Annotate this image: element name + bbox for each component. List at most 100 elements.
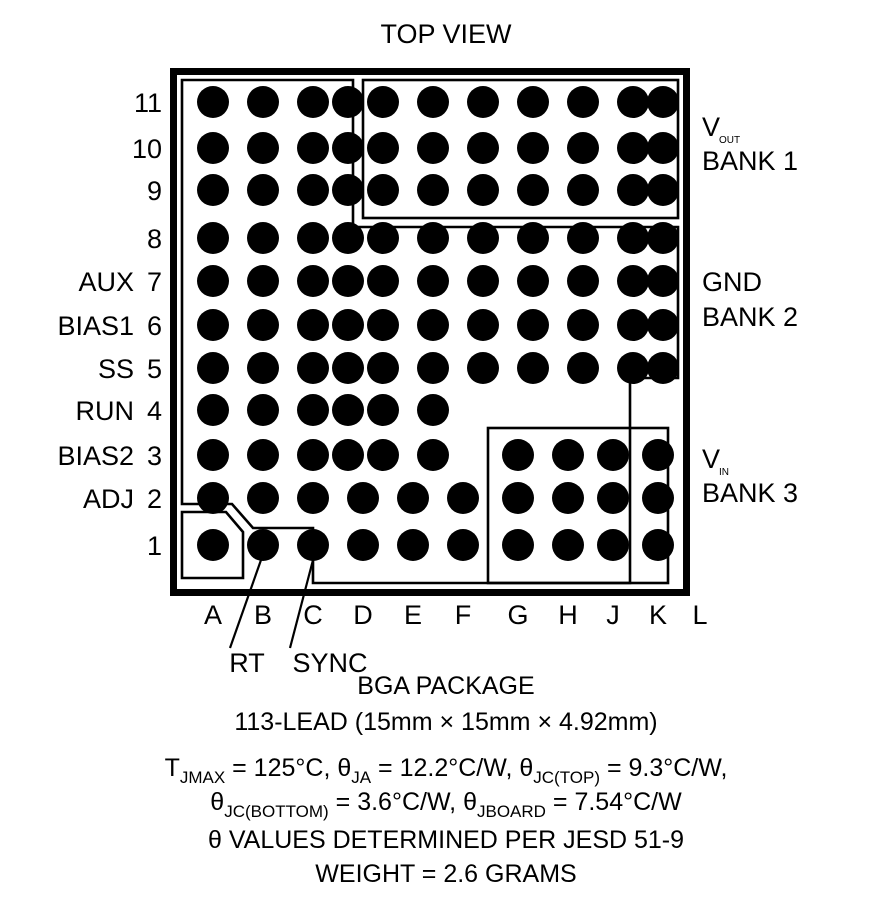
ball-J11 (617, 86, 649, 118)
page-title: TOP VIEW (380, 19, 512, 49)
ball-A7 (197, 265, 229, 297)
ball-H7 (517, 265, 549, 297)
ball-L11 (647, 86, 679, 118)
column-label-h: H (558, 600, 578, 630)
ball-J5 (567, 352, 599, 384)
row-number-1: 1 (147, 531, 162, 561)
ball-J8 (567, 222, 599, 254)
ball-C10 (297, 132, 329, 164)
row-number-7: 7 (147, 267, 162, 297)
ball-E1 (397, 529, 429, 561)
ball-F5 (417, 352, 449, 384)
ball-H1 (502, 529, 534, 561)
ball-E2 (397, 482, 429, 514)
ball-B2 (247, 482, 279, 514)
ball-A8 (197, 222, 229, 254)
bank2-main-label: GND (702, 267, 762, 297)
pin-label-bias1: BIAS1 (57, 311, 134, 341)
ball-A9 (197, 174, 229, 206)
ball-D9 (332, 174, 364, 206)
bank-label-gnd-bank2: GND BANK 2 (702, 267, 798, 332)
ball-B3 (247, 439, 279, 471)
column-letter-labels: A B C D E F G H J K L (204, 600, 708, 630)
ball-K11 (332, 86, 364, 118)
ball-A1 (197, 529, 229, 561)
ball-E9 (367, 174, 399, 206)
bank3-line2-label: BANK 3 (702, 478, 798, 508)
ball-F10 (417, 132, 449, 164)
bank2-line2-label: BANK 2 (702, 302, 798, 332)
ball-E10 (367, 132, 399, 164)
bank1-main-label: V (702, 112, 720, 142)
footer-weight: WEIGHT = 2.6 GRAMS (315, 860, 576, 888)
row-number-4: 4 (147, 396, 162, 426)
ball-J1 (552, 529, 584, 561)
ball-K2 (597, 482, 629, 514)
ball-J10 (567, 132, 599, 164)
ball-L9 (647, 174, 679, 206)
ball-L6 (647, 309, 679, 341)
ball-K7 (617, 265, 649, 297)
row-number-3: 3 (147, 441, 162, 471)
column-label-l: L (692, 600, 707, 630)
ball-F11 (467, 86, 499, 118)
ball-G7 (467, 265, 499, 297)
column-label-f: F (455, 600, 472, 630)
leader-line-rt (228, 559, 263, 649)
ball-H2 (502, 482, 534, 514)
ball-L5 (647, 352, 679, 384)
ball-C4 (297, 394, 329, 426)
ball-G11 (517, 86, 549, 118)
tja-subscript: JA (351, 768, 372, 787)
ball-H3 (502, 439, 534, 471)
ball-E11 (417, 86, 449, 118)
bank-label-vout-bank1: V OUT BANK 1 (702, 112, 798, 176)
ball-K5 (617, 352, 649, 384)
ball-C7 (297, 265, 329, 297)
ball-H11 (567, 86, 599, 118)
ball-G8 (467, 222, 499, 254)
tjboard-subscript: JBOARD (477, 802, 546, 821)
footer-thermal-line-1: TJMAX = 125°C, θJA = 12.2°C/W, θJC(TOP) … (165, 754, 728, 787)
row-number-11: 11 (134, 88, 162, 118)
callout-leaders (228, 559, 315, 649)
ball-D10 (332, 132, 364, 164)
ball-J2 (552, 482, 584, 514)
tjcbot-value: = 3.6°C/W, (329, 788, 463, 816)
tjctop-symbol: θ (519, 754, 533, 782)
tjmax-value: = 125°C, (225, 754, 337, 782)
ball-A3 (197, 439, 229, 471)
tjctop-subscript: JC(TOP) (533, 768, 600, 787)
tja-value: = 12.2°C/W, (371, 754, 519, 782)
ball-grid (197, 86, 679, 561)
ball-A11 (197, 86, 229, 118)
ball-K9 (617, 174, 649, 206)
tjboard-value: = 7.54°C/W (546, 788, 682, 816)
ball-L10 (647, 132, 679, 164)
column-label-b: B (254, 600, 272, 630)
tjctop-value: = 9.3°C/W, (600, 754, 727, 782)
ball-E7 (367, 265, 399, 297)
ball-H5 (517, 352, 549, 384)
ball-F6 (417, 309, 449, 341)
row-number-5: 5 (147, 354, 162, 384)
ball-B5 (247, 352, 279, 384)
ball-D3 (332, 439, 364, 471)
pin-label-adj: ADJ (83, 484, 134, 514)
ball-E4 (367, 394, 399, 426)
ball-C1 (297, 529, 329, 561)
pin-label-run: RUN (76, 396, 135, 426)
ball-B10 (247, 132, 279, 164)
ball-B7 (247, 265, 279, 297)
footer-thermal-line-2: θJC(BOTTOM) = 3.6°C/W, θJBOARD = 7.54°C/… (210, 788, 682, 821)
bank3-sub-label: IN (719, 467, 729, 478)
ball-J7 (567, 265, 599, 297)
row-number-labels: 11 10 9 8 7 6 5 4 3 2 1 (132, 88, 162, 561)
ball-C9 (297, 174, 329, 206)
tja-symbol: θ (337, 754, 351, 782)
pin-label-ss: SS (98, 354, 134, 384)
column-label-a: A (204, 600, 222, 630)
row-number-2: 2 (147, 484, 162, 514)
leader-line-sync (288, 559, 315, 649)
ball-B4 (247, 394, 279, 426)
